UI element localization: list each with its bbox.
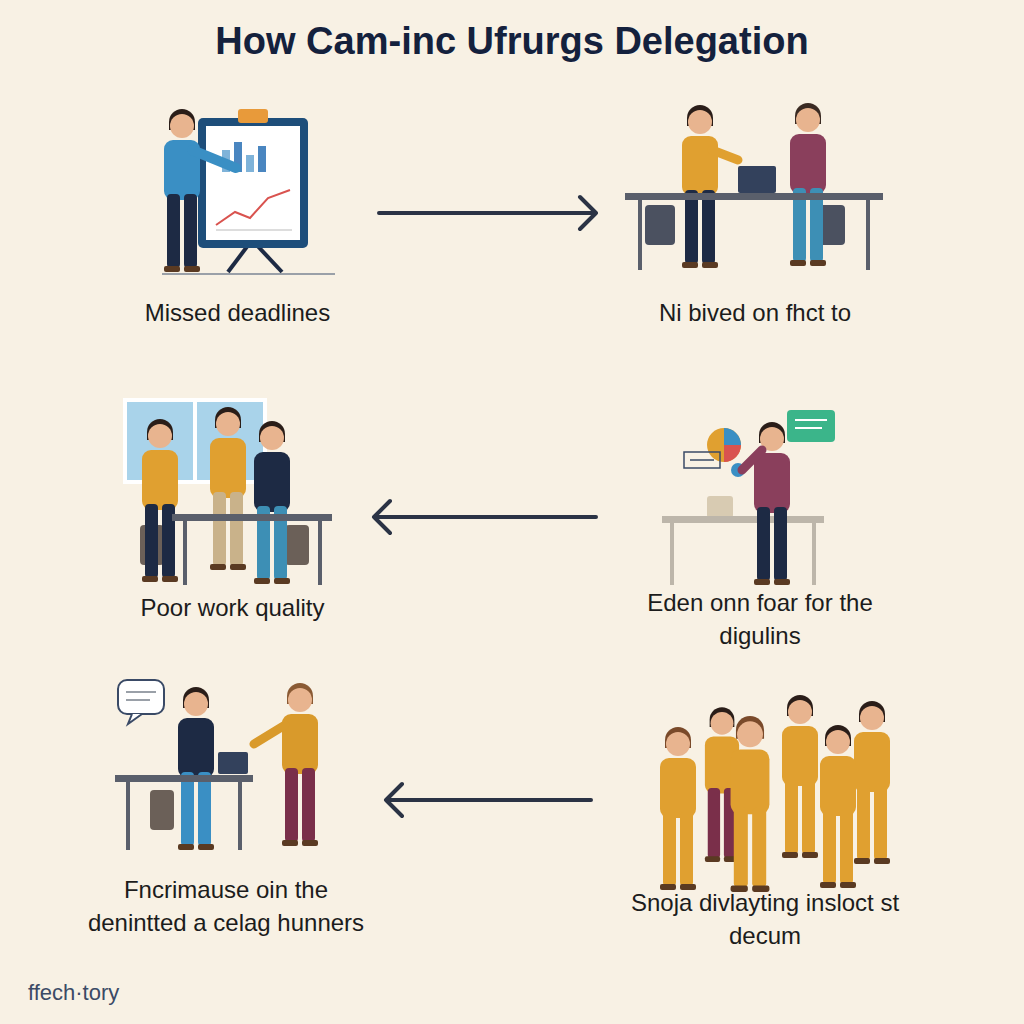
drawing-line <box>126 699 150 701</box>
team-scene <box>125 400 332 585</box>
drawing-use <box>282 683 318 846</box>
drawing-use <box>254 421 290 584</box>
panel-caption: Missed deadlines <box>145 297 330 329</box>
drawing-line <box>126 691 156 693</box>
drawing-rect <box>118 680 164 714</box>
group-scene <box>660 695 890 892</box>
drawing-rect <box>115 775 253 782</box>
drawing-line <box>192 150 236 168</box>
drawing-line <box>712 150 738 160</box>
drawing-use <box>820 725 856 888</box>
drawing-line <box>866 200 870 270</box>
drawing-line <box>254 725 285 744</box>
panel-caption: Poor work quality <box>140 592 324 624</box>
drawing-polyline <box>216 190 290 225</box>
drawing-rect <box>258 146 266 172</box>
drawing-line <box>318 521 322 585</box>
drawing-line <box>670 523 674 585</box>
scene-panel: Eden onn foar for the digulins <box>600 390 920 658</box>
drawing-rect <box>707 496 733 518</box>
drawing-use <box>178 687 214 850</box>
diagram-title: How Cam-inc Ufrurgs Delegation <box>0 20 1024 63</box>
panel-caption: Eden onn foar for the digulins <box>604 587 916 652</box>
drawing-line <box>795 427 822 429</box>
drawing-rect <box>238 109 268 123</box>
drawing-use <box>682 105 718 268</box>
watermark: ffech·tory <box>28 980 119 1006</box>
drawing-use <box>142 419 178 582</box>
drawing-rect <box>625 193 883 200</box>
drawing-rect <box>645 205 675 245</box>
scene-panel: Poor work quality <box>95 390 370 630</box>
drawing-line <box>162 273 335 275</box>
drawing-line <box>193 400 197 482</box>
panel-caption: Snoja divlayting insloct st decum <box>599 887 931 952</box>
panel-caption: Ni bived on fhct to <box>659 297 851 329</box>
drawing-line <box>812 523 816 585</box>
drawing-use <box>164 109 200 272</box>
drawing-use <box>790 103 826 266</box>
drawing-rect <box>684 452 720 468</box>
drawing-use <box>660 727 696 890</box>
drawing-line <box>690 459 714 461</box>
presentation-scene <box>662 410 835 585</box>
drawing-rect <box>787 410 835 442</box>
flow-arrow <box>374 501 596 533</box>
drawing-rect <box>662 516 824 523</box>
drawing-rect <box>285 525 309 565</box>
drawing-path <box>128 714 142 724</box>
drawing-use <box>782 695 818 858</box>
drawing-line <box>216 230 292 231</box>
flow-arrow <box>379 197 596 229</box>
drawing-rect <box>172 514 332 521</box>
drawing-use <box>854 701 890 864</box>
drawing-line <box>126 782 130 850</box>
drawing-rect <box>738 166 776 193</box>
scene-panel: Ni bived on fhct to <box>600 95 910 335</box>
presenter-scene <box>162 109 335 274</box>
drawing-circle <box>707 428 741 462</box>
scene-panel: Missed deadlines <box>100 95 375 335</box>
meeting-scene <box>625 103 883 270</box>
drawing-path <box>374 501 596 533</box>
drawing-rect <box>218 752 248 774</box>
scene-panel: Snoja divlayting insloct st decum <box>595 690 935 958</box>
drawing-path <box>724 428 741 445</box>
drawing-rect <box>150 790 174 830</box>
scene-panel: Fncrimause oin the denintted a celag hun… <box>70 660 382 945</box>
flow-arrow <box>386 784 591 816</box>
drawing-rect <box>246 155 254 172</box>
drawing-line <box>183 521 187 585</box>
drawing-rect <box>206 126 300 240</box>
drawing-use <box>731 716 770 892</box>
drawing-path <box>724 445 741 462</box>
drawing-rect <box>198 118 308 248</box>
drawing-path <box>386 784 591 816</box>
drawing-line <box>238 782 242 850</box>
drawing-path <box>379 197 596 229</box>
drawing-line <box>742 450 762 470</box>
feedback-scene <box>115 680 318 850</box>
panel-caption: Fncrimause oin the denintted a celag hun… <box>74 874 378 939</box>
drawing-use <box>210 407 246 570</box>
drawing-line <box>795 419 827 421</box>
drawing-line <box>638 200 642 270</box>
